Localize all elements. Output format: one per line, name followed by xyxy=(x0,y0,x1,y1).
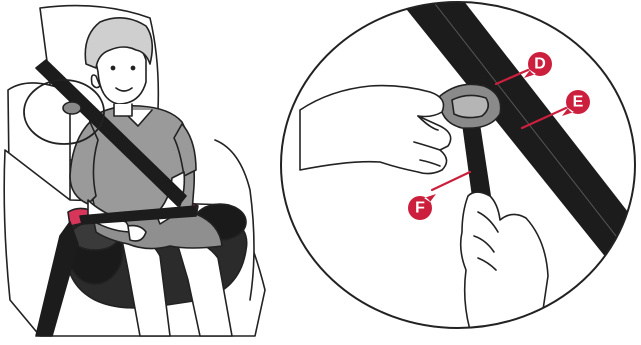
callout-label-e: E xyxy=(573,94,584,111)
callout-f: F xyxy=(408,194,436,220)
callout-label-d: D xyxy=(534,56,546,73)
right-hand xyxy=(461,192,548,330)
callout-label-f: F xyxy=(415,200,425,217)
left-panel-child-in-booster xyxy=(4,6,265,336)
callout-e: E xyxy=(562,90,590,116)
belt-positioning-clip xyxy=(63,102,81,114)
positioning-clip-detail xyxy=(440,84,501,128)
left-hand xyxy=(300,86,451,174)
callout-d: D xyxy=(524,52,552,78)
right-panel-clip-detail xyxy=(281,0,641,330)
